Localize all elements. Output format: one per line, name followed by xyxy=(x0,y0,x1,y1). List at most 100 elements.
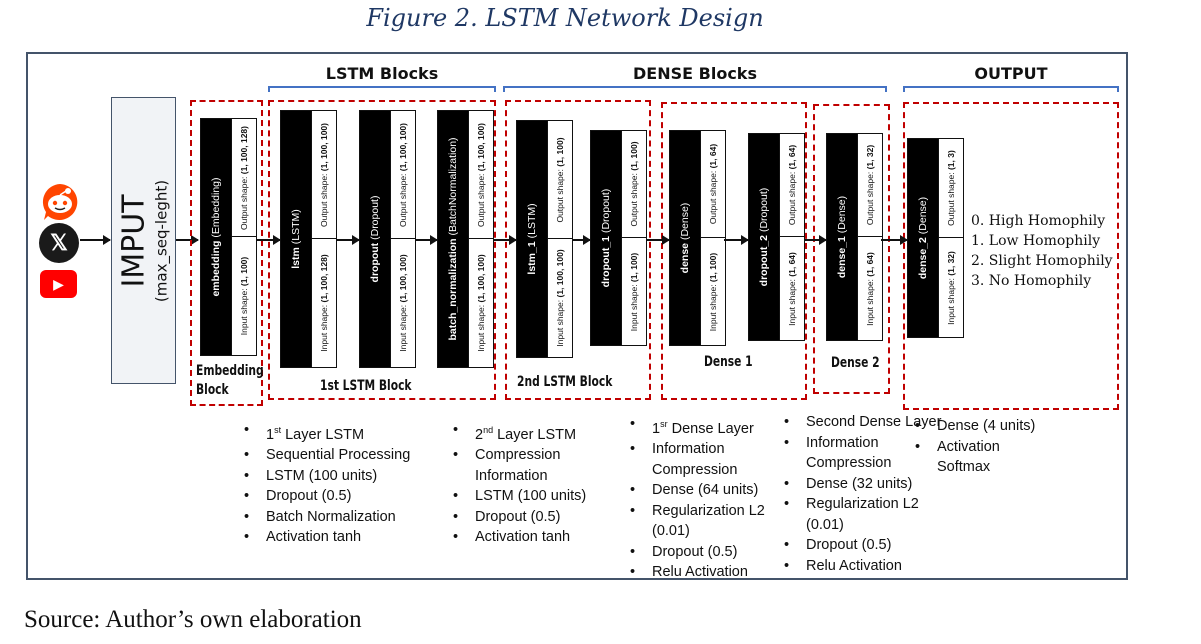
arrow-lstm-to-dropout xyxy=(336,235,360,245)
note-item: Information xyxy=(475,467,548,484)
source-note: Source: Author’s own elaboration xyxy=(24,606,362,633)
section-label-dense: DENSE Blocks xyxy=(633,64,757,83)
output-class: 2. Slight Homophily xyxy=(971,253,1113,269)
notes-lstm1: 1st Layer LSTMSequential ProcessingLSTM … xyxy=(244,420,410,548)
arrow-input-to-embedding xyxy=(176,235,199,245)
output-shape: Output shape: (1, 100, 100) xyxy=(398,122,409,227)
input-node-label: IMPUT xyxy=(116,193,151,288)
note-item: Dropout (0.5) xyxy=(784,535,941,556)
lstm1-block xyxy=(268,100,496,400)
figure-title: Figure 2. LSTM Network Design xyxy=(366,4,764,32)
layer-dropout: dropout (Dropout) Output shape: (1, 100, … xyxy=(359,110,416,368)
section-label-output: OUTPUT xyxy=(974,64,1048,83)
note-item: Compression xyxy=(652,461,738,478)
input-shape: Input shape: (1, 100, 128) xyxy=(319,254,330,352)
input-shape: Input shape: (1, 100) xyxy=(239,256,250,336)
output-shape: Output shape: (1, 100, 100) xyxy=(319,122,330,227)
layer-name: lstm (LSTM) xyxy=(290,209,303,269)
layer-name: dropout_1 (Dropout) xyxy=(600,188,613,288)
layer-dense-2: dense_2 (Dense) Output shape: (1, 3) Input… xyxy=(907,138,964,338)
youtube-icon: ▶ xyxy=(40,270,77,298)
layer-name: lstm_1 (LSTM) xyxy=(526,203,539,275)
embedding-block-caption: Embedding Block xyxy=(196,363,264,398)
arrow-dense-to-dropout2 xyxy=(724,235,749,245)
note-item: Second Dense Layer xyxy=(784,412,941,433)
note-item: Compression xyxy=(453,445,586,466)
layer-name: dense_1 (Dense) xyxy=(836,195,849,279)
bracket-dense xyxy=(503,86,887,92)
arrow-batchnorm-to-lstm1 xyxy=(493,235,517,245)
layer-name: dropout (Dropout) xyxy=(369,195,382,283)
output-class: 0. High Homophily xyxy=(971,213,1106,229)
note-item: Regularization L2 xyxy=(630,501,765,522)
dense2-block xyxy=(813,104,890,394)
note-item: Activation xyxy=(915,437,1035,458)
notes-dense1: 1sr Dense LayerInformationCompressionDen… xyxy=(630,414,765,583)
input-shape: Input shape: (1, 100, 100) xyxy=(476,254,487,352)
layer-dropout-2: dropout_2 (Dropout) Output shape: (1, 64)… xyxy=(748,133,805,341)
note-item: LSTM (100 units) xyxy=(244,466,410,487)
embedding-block xyxy=(190,100,263,406)
arrow-dense1-to-dense2 xyxy=(881,235,908,245)
layer-name: dense (Dense) xyxy=(679,202,692,274)
arrow-dropout2-to-dense1 xyxy=(804,235,827,245)
note-item: Dense (4 units) xyxy=(915,416,1035,437)
lstm2-block-caption: 2nd LSTM Block xyxy=(517,374,613,390)
note-item: Information xyxy=(630,439,765,460)
note-item: Activation tanh xyxy=(453,527,586,548)
output-shape: Output shape: (1, 3) xyxy=(946,150,957,226)
dense1-block xyxy=(661,102,807,400)
note-item: Information xyxy=(784,433,941,454)
input-shape: Input shape: (1, 64) xyxy=(865,251,876,326)
arrow-dropout-to-batchnorm xyxy=(415,235,438,245)
input-node-sublabel: (max_seq-leght) xyxy=(152,179,170,302)
output-shape: Output shape: (1, 100) xyxy=(555,136,566,223)
layer-name: embedding (Embedding) xyxy=(210,177,223,297)
input-node: IMPUT (max_seq-leght) xyxy=(111,97,176,384)
arrow-sources-to-input xyxy=(80,235,111,245)
output-class: 3. No Homophily xyxy=(971,273,1092,289)
lstm1-block-caption: 1st LSTM Block xyxy=(320,378,412,394)
layer-batch-normalization: batch_normalization (BatchNormalization)… xyxy=(437,110,494,368)
note-item: Relu Activation xyxy=(784,556,941,577)
note-item: Dense (64 units) xyxy=(630,480,765,501)
diagram-frame xyxy=(26,52,1128,580)
bracket-lstm xyxy=(268,86,496,92)
input-shape: Input shape: (1, 100, 100) xyxy=(555,249,566,347)
note-item: Batch Normalization xyxy=(244,507,410,528)
note-item: 1st Layer LSTM xyxy=(244,420,410,445)
note-item: 1sr Dense Layer xyxy=(630,414,765,439)
note-item: Softmax xyxy=(937,459,991,475)
output-shape: Output shape: (1, 64) xyxy=(787,144,798,226)
output-shape: Output shape: (1, 64) xyxy=(708,143,719,225)
input-shape: Input shape: (1, 64) xyxy=(787,251,798,326)
lstm2-block xyxy=(505,100,651,400)
arrow-embedding-to-lstm xyxy=(256,235,281,245)
layer-name: dense_2 (Dense) xyxy=(917,196,930,280)
layer-dropout-1: dropout_1 (Dropout) Output shape: (1, 100… xyxy=(590,130,647,346)
output-shape: Output shape: (1, 100) xyxy=(629,141,640,227)
arrow-lstm1-to-dropout1 xyxy=(573,235,591,245)
note-item: Relu Activation xyxy=(630,562,765,583)
output-shape: Output shape: (1, 100, 128) xyxy=(239,125,250,230)
layer-embedding: embedding (Embedding) Output shape: (1, 1… xyxy=(200,118,257,356)
note-item: Regularization L2 xyxy=(784,494,941,515)
input-shape: Input shape: (1, 100) xyxy=(629,252,640,331)
layer-lstm-1: lstm_1 (LSTM) Output shape: (1, 100) Input… xyxy=(516,120,573,358)
output-shape: Output shape: (1, 32) xyxy=(865,144,876,226)
layer-lstm: lstm (LSTM) Output shape: (1, 100, 100) In… xyxy=(280,110,337,368)
input-shape: Input shape: (1, 32) xyxy=(946,250,957,325)
note-item: (0.01) xyxy=(806,516,844,533)
notes-dense2: Second Dense LayerInformationCompression… xyxy=(784,412,941,576)
layer-dense: dense (Dense) Output shape: (1, 64) Input … xyxy=(669,130,726,346)
dense2-block-caption: Dense 2 xyxy=(831,355,880,371)
note-item: LSTM (100 units) xyxy=(453,486,586,507)
layer-name: dropout_2 (Dropout) xyxy=(758,187,771,287)
bracket-output xyxy=(903,86,1119,92)
input-shape: Input shape: (1, 100) xyxy=(708,252,719,331)
layer-dense-1: dense_1 (Dense) Output shape: (1, 32) Inpu… xyxy=(826,133,883,341)
x-icon: 𝕏 xyxy=(39,223,79,263)
output-classes: 0. High Homophily 1. Low Homophily 2. Sl… xyxy=(971,211,1113,291)
arrow-dropout1-to-dense xyxy=(646,235,670,245)
